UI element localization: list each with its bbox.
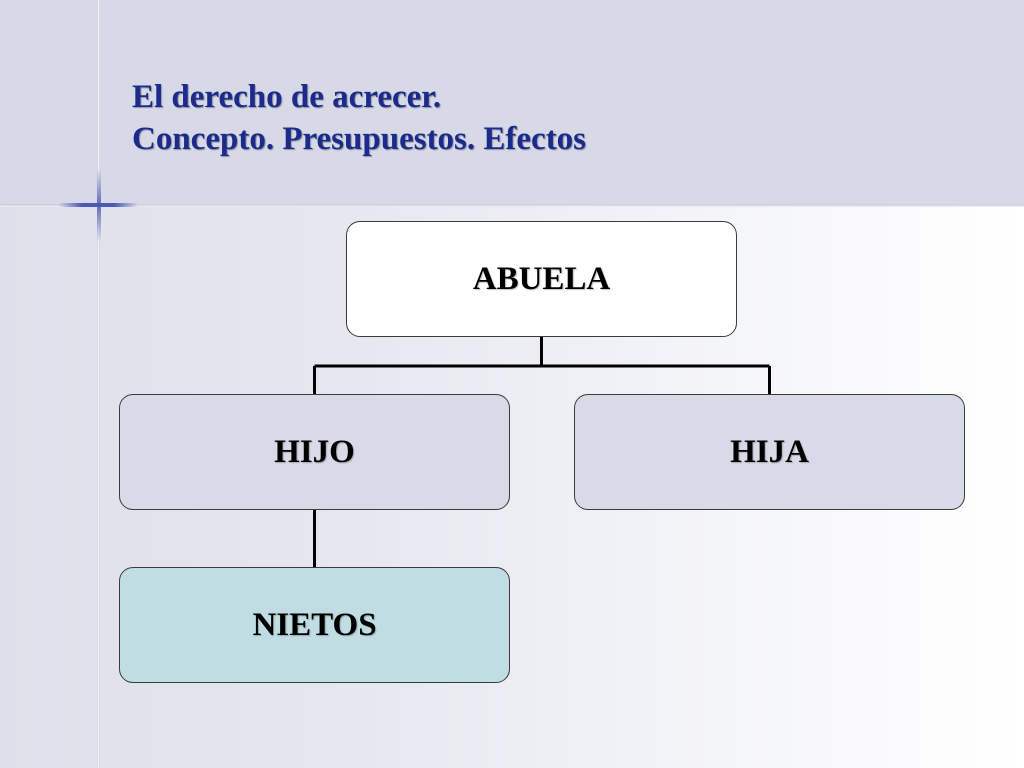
decorative-vertical-line <box>97 0 100 768</box>
slide-title-line-1: El derecho de acrecer. <box>132 79 442 115</box>
node-nietos: NIETOS <box>119 567 510 683</box>
node-abuela-label: ABUELA <box>472 260 611 297</box>
slide-title: El derecho de acrecer. Concepto. Presupu… <box>132 76 586 160</box>
header-band <box>0 0 1024 207</box>
node-hija-label: HIJA <box>730 433 809 470</box>
node-nietos-label: NIETOS <box>252 606 377 643</box>
node-hija: HIJA <box>574 394 965 510</box>
node-abuela: ABUELA <box>346 221 737 337</box>
node-hijo: HIJO <box>119 394 510 510</box>
slide-title-line-2: Concepto. Presupuestos. Efectos <box>132 121 587 157</box>
node-hijo-label: HIJO <box>274 433 355 470</box>
decorative-blue-horizontal-accent <box>58 203 138 207</box>
